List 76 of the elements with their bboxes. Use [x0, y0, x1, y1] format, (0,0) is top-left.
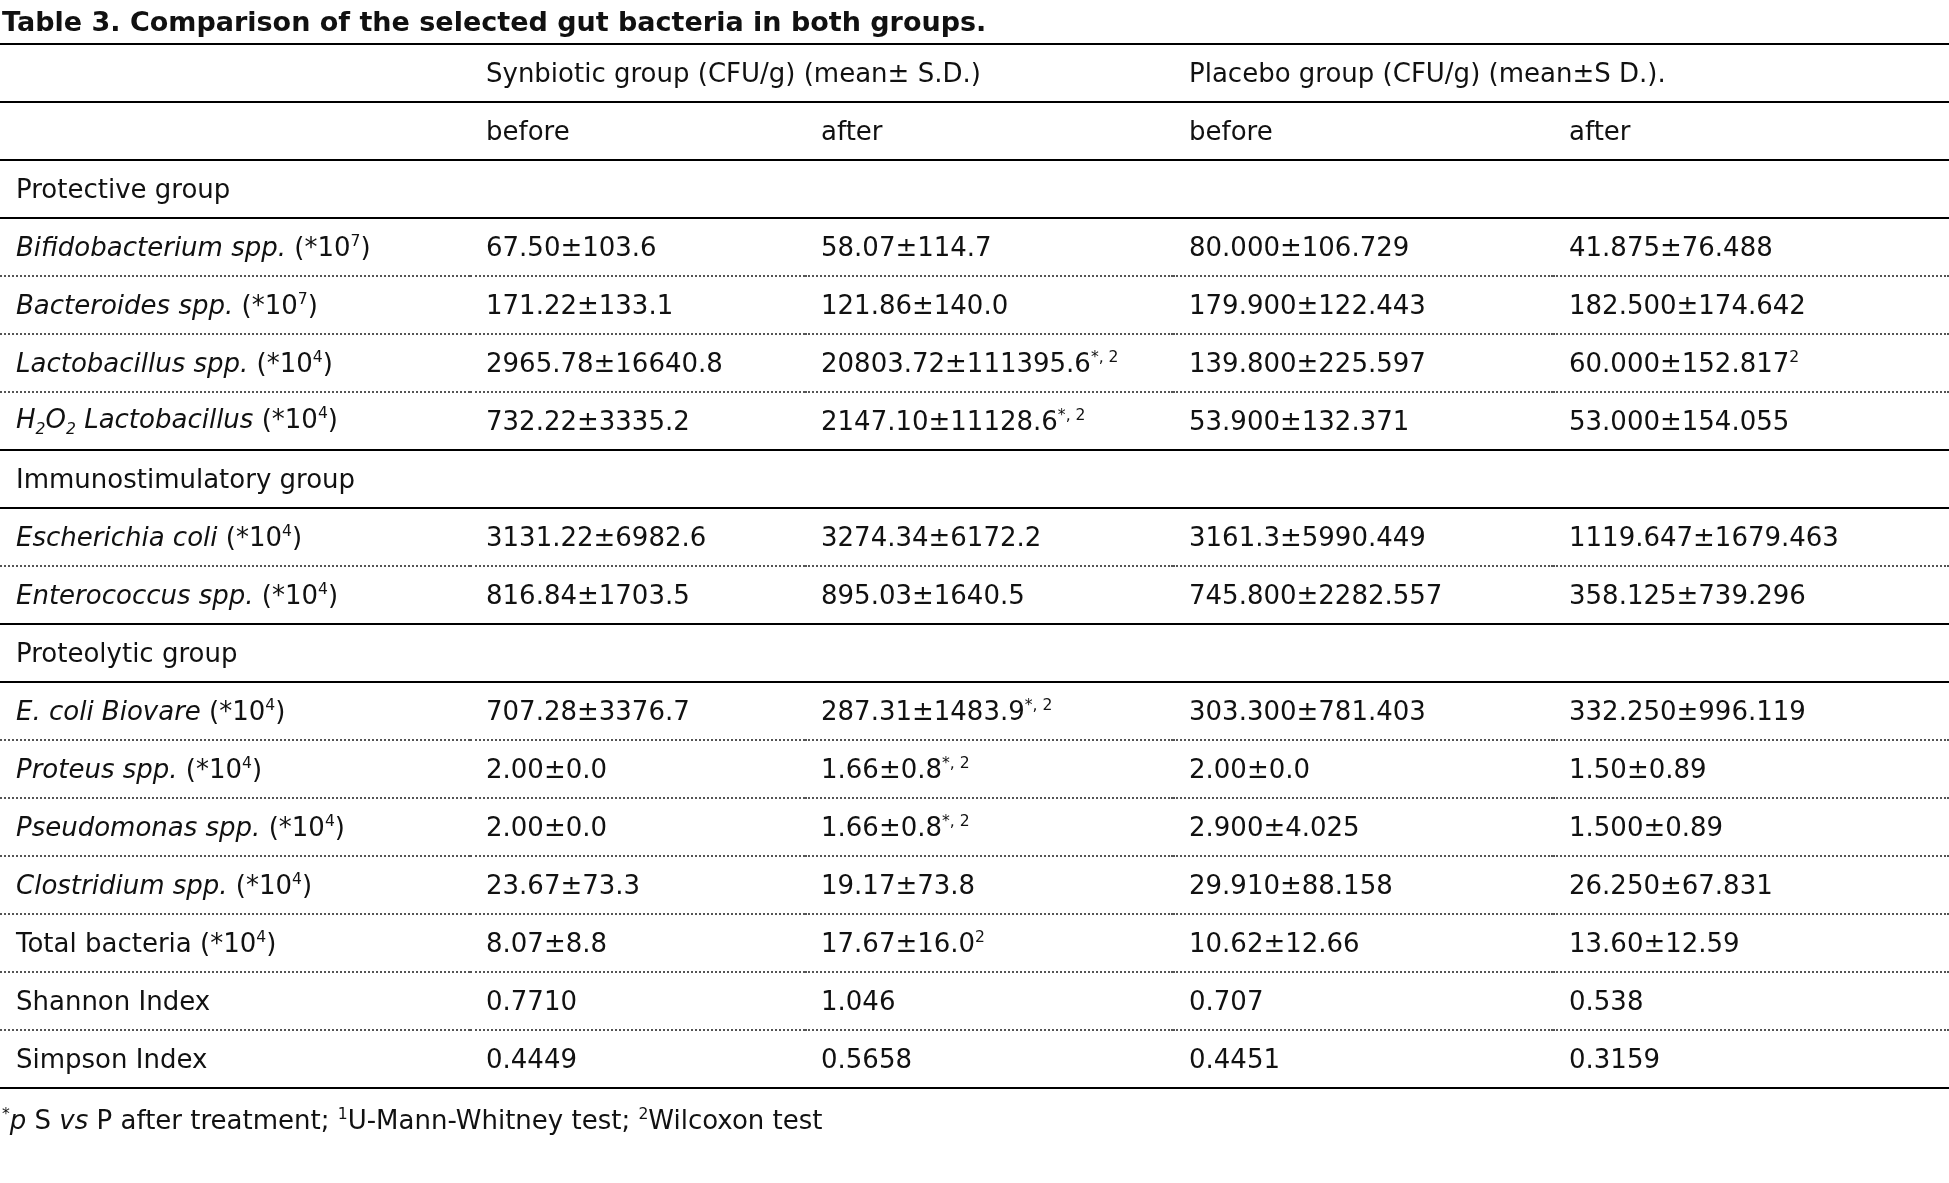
row-header: Proteus spp. (*10$^{4}$): [16, 754, 263, 784]
table-cell: 707.28±3376.7: [486, 696, 690, 726]
column-header: before: [1189, 116, 1273, 146]
table-cell: 1.66±0.8$^{*, 2}$: [821, 812, 970, 842]
row-group-heading: Proteolytic group: [16, 638, 238, 668]
row-header: Pseudomonas spp. (*10$^{4}$): [16, 812, 345, 842]
row-header: Escherichia coli (*10$^{4}$): [16, 522, 303, 552]
table-cell: 2147.10±11128.6$^{*, 2}$: [821, 406, 1086, 436]
table-cell: 8.07±8.8: [486, 928, 608, 958]
column-header: after: [1569, 116, 1631, 146]
table-cell: 26.250±67.831: [1569, 870, 1773, 900]
table-cell: 80.000±106.729: [1189, 232, 1410, 262]
table-cell: 60.000±152.817$^{2}$: [1569, 348, 1800, 378]
table-cell: 332.250±996.119: [1569, 696, 1806, 726]
row-group-heading: Immunostimulatory group: [16, 464, 356, 494]
column-header: after: [821, 116, 883, 146]
row-header: Clostridium spp. (*10$^{4}$): [16, 870, 313, 900]
row-header: H$_{2}$O$_{2}$ Lactobacillus (*10$^{4}$): [16, 403, 338, 439]
table-cell: 287.31±1483.9$^{*, 2}$: [821, 696, 1053, 726]
table-cell: 29.910±88.158: [1189, 870, 1393, 900]
table-cell: 13.60±12.59: [1569, 928, 1740, 958]
table-cell: 895.03±1640.5: [821, 580, 1025, 610]
table-cell: 0.3159: [1569, 1044, 1660, 1074]
table-cell: 53.900±132.371: [1189, 406, 1410, 436]
column-header: before: [486, 116, 570, 146]
table-cell: 0.707: [1189, 986, 1264, 1016]
table-cell: 1.66±0.8$^{*, 2}$: [821, 754, 970, 784]
table-cell: 303.300±781.403: [1189, 696, 1426, 726]
table-cell: 20803.72±111395.6$^{*, 2}$: [821, 348, 1119, 378]
table-cell: 816.84±1703.5: [486, 580, 690, 610]
table-cell: 23.67±73.3: [486, 870, 641, 900]
table-cell: 139.800±225.597: [1189, 348, 1426, 378]
row-header: E. coli Biovare (*10$^{4}$): [16, 696, 286, 726]
table-cell: 745.800±2282.557: [1189, 580, 1443, 610]
table-cell: 67.50±103.6: [486, 232, 657, 262]
row-header: Bifidobacterium spp. (*10$^{7}$): [16, 232, 371, 262]
table-cell: 19.17±73.8: [821, 870, 976, 900]
table-cell: 53.000±154.055: [1569, 406, 1790, 436]
table-cell: 2.00±0.0: [1189, 754, 1311, 784]
table-cell: 2.00±0.0: [486, 812, 608, 842]
table-cell: 41.875±76.488: [1569, 232, 1773, 262]
table-cell: 17.67±16.0$^{2}$: [821, 928, 986, 958]
table-cell: 0.5658: [821, 1044, 912, 1074]
table-cell: 3161.3±5990.449: [1189, 522, 1426, 552]
row-group-heading: Protective group: [16, 174, 231, 204]
row-header: Shannon Index: [16, 986, 211, 1016]
table-cell: 0.7710: [486, 986, 577, 1016]
table-cell: 3274.34±6172.2: [821, 522, 1042, 552]
table-cell: 358.125±739.296: [1569, 580, 1806, 610]
table-cell: 10.62±12.66: [1189, 928, 1360, 958]
table-cell: 58.07±114.7: [821, 232, 992, 262]
table-cell: 179.900±122.443: [1189, 290, 1426, 320]
table-cell: 0.4451: [1189, 1044, 1280, 1074]
table-title: Table 3. Comparison of the selected gut bacteria in both groups.: [2, 6, 987, 37]
table-cell: 2965.78±16640.8: [486, 348, 723, 378]
table-cell: 2.00±0.0: [486, 754, 608, 784]
table-cell: 732.22±3335.2: [486, 406, 690, 436]
column-group-header: Placebo group (CFU/g) (mean±S D.).: [1189, 58, 1666, 88]
row-header: Total bacteria (*10$^{4}$): [16, 928, 277, 958]
table-cell: 182.500±174.642: [1569, 290, 1806, 320]
row-header: Lactobacillus spp. (*10$^{4}$): [16, 348, 333, 378]
table-cell: 121.86±140.0: [821, 290, 1009, 320]
table-cell: 1.046: [821, 986, 896, 1016]
row-header: Enterococcus spp. (*10$^{4}$): [16, 580, 339, 610]
table-cell: 0.4449: [486, 1044, 577, 1074]
table-cell: 1119.647±1679.463: [1569, 522, 1839, 552]
row-header: Bacteroides spp. (*10$^{7}$): [16, 290, 318, 320]
column-group-header: Synbiotic group (CFU/g) (mean± S.D.): [486, 58, 981, 88]
table-cell: 1.500±0.89: [1569, 812, 1724, 842]
row-header: Simpson Index: [16, 1044, 208, 1074]
table-footnote: $^{*}$p S vs P after treatment; $^{1}$U-Mann-Whitney test; $^{2}$Wilcoxon test: [2, 1105, 823, 1135]
table-cell: 2.900±4.025: [1189, 812, 1360, 842]
table-cell: 0.538: [1569, 986, 1644, 1016]
table-cell: 3131.22±6982.6: [486, 522, 707, 552]
table-cell: 171.22±133.1: [486, 290, 674, 320]
table-cell: 1.50±0.89: [1569, 754, 1707, 784]
